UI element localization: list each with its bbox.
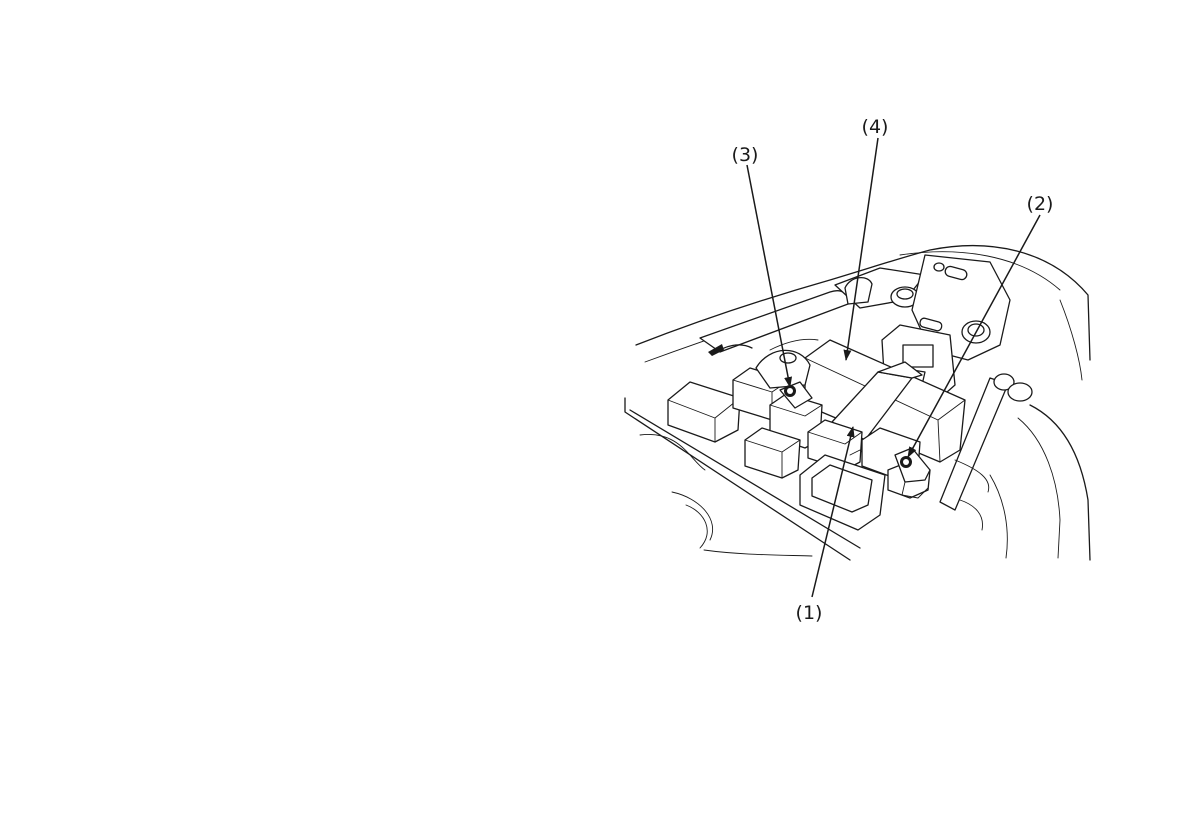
callout-label-4: (4) — [862, 116, 889, 138]
leader-line-4 — [846, 138, 878, 360]
callout-label-2: (2) — [1027, 193, 1054, 215]
callout-label-3: (3) — [732, 144, 759, 166]
leader-line-3 — [747, 165, 790, 387]
callout-label-1: (1) — [796, 602, 823, 624]
